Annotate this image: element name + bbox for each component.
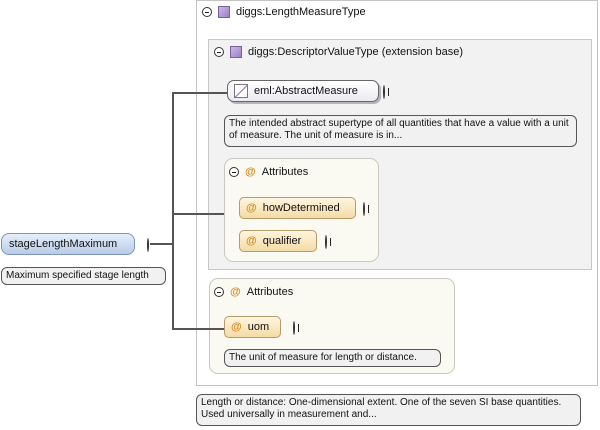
connector-line xyxy=(172,213,224,215)
descriptor-value-type-header[interactable]: diggs:DescriptorValueType (extension bas… xyxy=(214,46,463,58)
attribute-label: uom xyxy=(247,321,270,333)
descriptor-value-type-label: diggs:DescriptorValueType (extension bas… xyxy=(248,46,464,58)
abstract-measure-doc: The intended abstract supertype of all q… xyxy=(224,115,577,147)
attribute-icon: @ xyxy=(230,286,241,298)
outer-attributes-header[interactable]: @ Attributes xyxy=(214,286,293,298)
complex-type-icon xyxy=(218,6,230,18)
abstract-measure-element[interactable]: eml:AbstractMeasure xyxy=(227,80,379,102)
outer-attributes-title: Attributes xyxy=(246,286,294,298)
attribute-label: qualifier xyxy=(262,235,302,247)
inner-attributes-title: Attributes xyxy=(261,166,309,178)
uom-doc: The unit of measure for length or distan… xyxy=(224,349,441,367)
expand-icon[interactable] xyxy=(293,321,295,335)
root-element-doc: Maximum specified stage length xyxy=(1,267,166,285)
connector-line xyxy=(172,328,224,330)
abstract-element-icon xyxy=(234,84,248,98)
collapse-icon[interactable] xyxy=(214,287,224,297)
expand-icon[interactable] xyxy=(363,202,365,216)
attribute-icon: @ xyxy=(246,235,257,247)
complex-type-icon xyxy=(230,46,242,58)
connector-line xyxy=(172,92,227,94)
collapse-icon[interactable] xyxy=(229,167,239,177)
inner-attributes-header[interactable]: @ Attributes xyxy=(229,166,308,178)
length-measure-type-header[interactable]: diggs:LengthMeasureType xyxy=(202,6,366,18)
attribute-label: howDetermined xyxy=(262,202,340,214)
attribute-icon: @ xyxy=(231,321,242,333)
attribute-icon: @ xyxy=(246,202,257,214)
collapse-icon[interactable] xyxy=(147,238,149,252)
attribute-how-determined[interactable]: @ howDetermined xyxy=(239,197,356,219)
connector-line xyxy=(150,243,172,245)
root-element-label: stageLengthMaximum xyxy=(9,238,118,250)
attribute-uom[interactable]: @ uom xyxy=(224,316,281,338)
length-measure-type-doc: Length or distance: One-dimensional exte… xyxy=(196,394,581,426)
attribute-icon: @ xyxy=(245,166,256,178)
attribute-qualifier[interactable]: @ qualifier xyxy=(239,230,317,252)
expand-icon[interactable] xyxy=(325,235,327,249)
abstract-measure-label: eml:AbstractMeasure xyxy=(254,85,358,97)
length-measure-type-label: diggs:LengthMeasureType xyxy=(236,6,366,18)
connector-line xyxy=(172,92,174,330)
collapse-icon[interactable] xyxy=(202,7,212,17)
stage-length-maximum-element[interactable]: stageLengthMaximum xyxy=(1,233,135,255)
collapse-icon[interactable] xyxy=(214,47,224,57)
expand-icon[interactable] xyxy=(383,85,385,99)
